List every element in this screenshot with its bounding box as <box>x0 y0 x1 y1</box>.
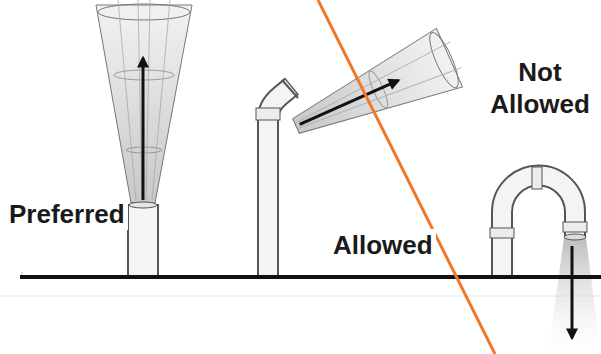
recommendation-label: Preferred <box>6 198 128 230</box>
gooseneck-pipe <box>490 167 601 354</box>
recommendation-label: Not Allowed <box>483 56 597 120</box>
divider-line <box>318 0 495 354</box>
recommendation-label: Allowed <box>330 229 436 261</box>
ground-line <box>20 275 601 279</box>
vertical-pipe <box>96 0 192 277</box>
baseline <box>0 296 601 297</box>
